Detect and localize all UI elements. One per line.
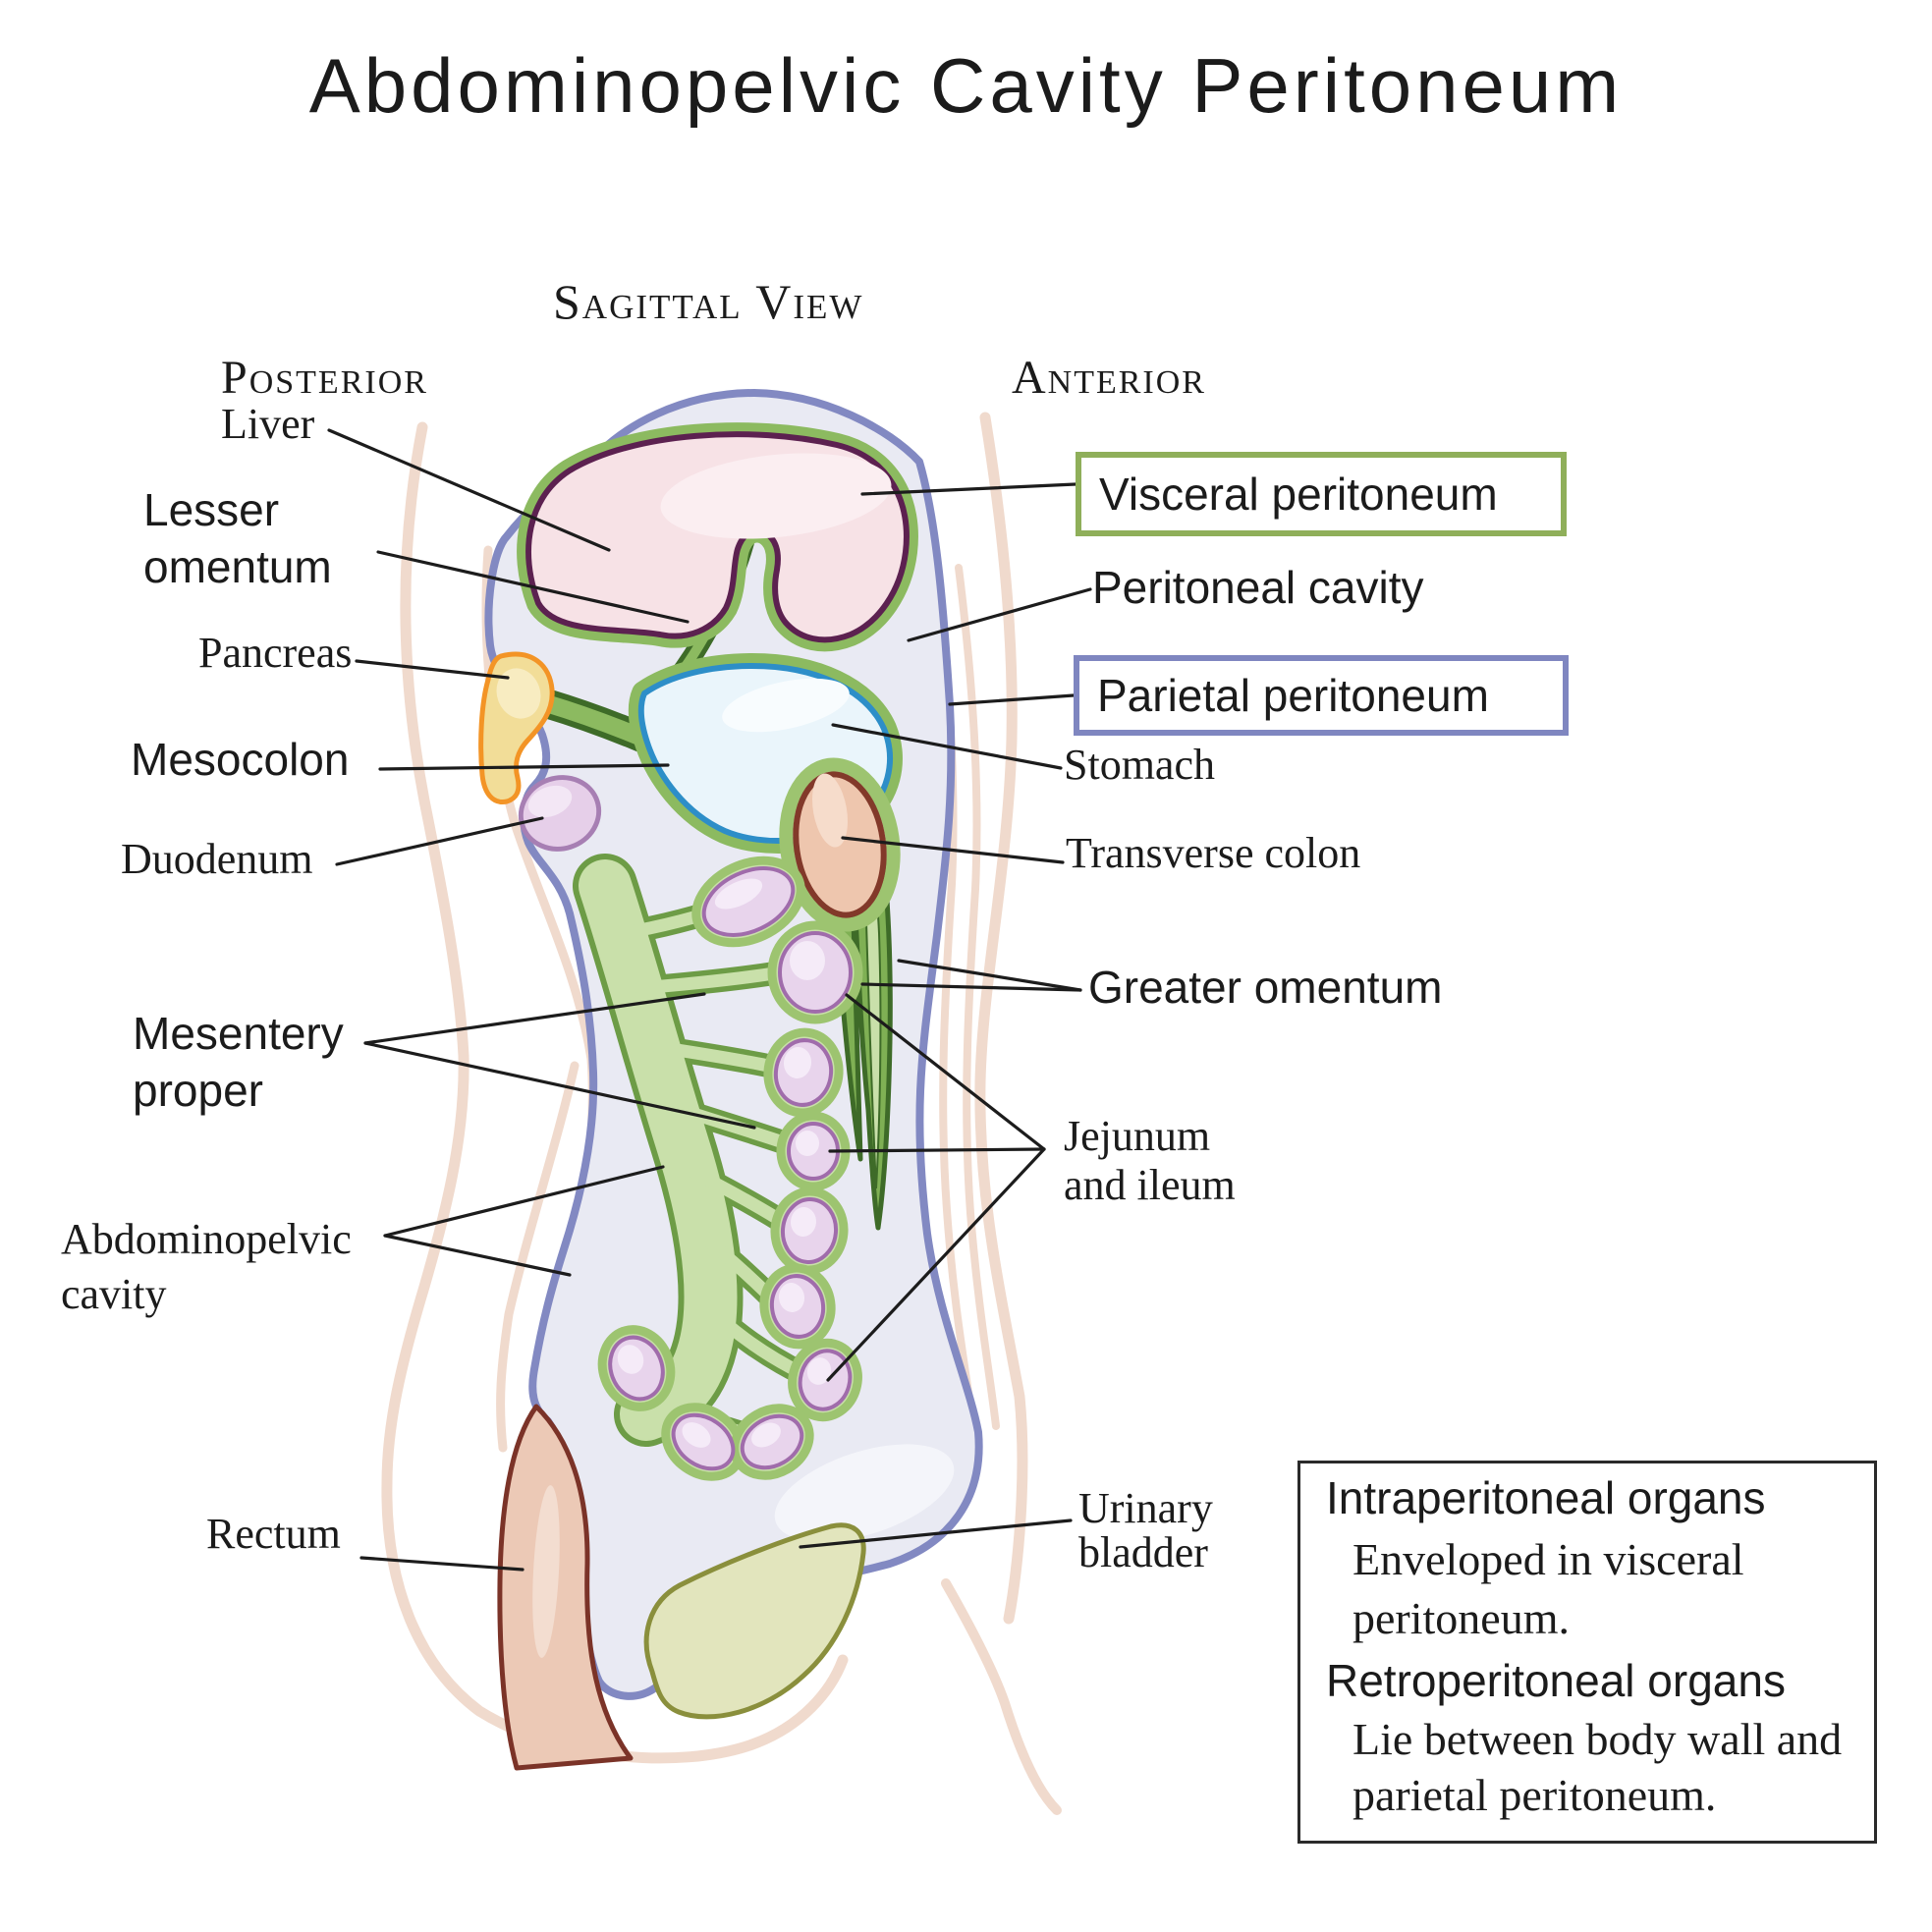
cavity-highlight [774, 1444, 955, 1542]
transverse-colon-shape [779, 757, 901, 932]
leader-abdominopelvic-upper [383, 1165, 665, 1238]
intestine-loops [597, 856, 863, 1481]
label-lesser-omentum-line2: omentum [143, 541, 332, 592]
leader-visceral-peritoneum [860, 482, 1077, 496]
label-greater-omentum: Greater omentum [1088, 962, 1443, 1013]
legend-intraperitoneal-desc-2: peritoneum. [1352, 1593, 1570, 1643]
leader-stomach [831, 723, 1063, 770]
label-jejunum-line1: Jejunum [1064, 1112, 1211, 1160]
liver-shape [517, 422, 918, 652]
body-outline-hip-line [496, 1061, 580, 1453]
label-mesocolon: Mesocolon [131, 734, 350, 785]
leader-pancreas [355, 659, 510, 680]
label-stomach: Stomach [1064, 741, 1215, 789]
legend-intraperitoneal-desc-1: Enveloped in visceral [1352, 1534, 1744, 1584]
label-rectum: Rectum [206, 1510, 341, 1558]
duodenum-shape [518, 775, 602, 852]
intestine-highlights [617, 878, 832, 1448]
leader-liver [327, 428, 611, 552]
leader-mesocolon [378, 763, 670, 771]
leader-greater-omentum-2 [860, 982, 1082, 992]
label-mesentery-line1: Mesentery [133, 1008, 344, 1059]
leader-rectum [359, 1556, 524, 1572]
leader-duodenum [335, 816, 544, 866]
leader-greater-omentum-1 [897, 959, 1082, 992]
urinary-bladder-shape [643, 1522, 866, 1720]
visceral-peritoneum-box: Visceral peritoneum [1076, 452, 1567, 536]
leader-parietal-peritoneum [948, 693, 1076, 706]
page-title: Abdominopelvic Cavity Peritoneum [308, 42, 1624, 129]
leader-jejunum-1 [845, 993, 1046, 1151]
legend-box [1297, 1461, 1877, 1844]
label-urinary-line2: bladder [1078, 1528, 1208, 1576]
posterior-label: Posterior [221, 352, 428, 404]
label-duodenum: Duodenum [121, 835, 313, 883]
label-abdominopelvic-line2: cavity [61, 1270, 167, 1318]
leader-lines [327, 428, 1092, 1572]
legend-retroperitoneal-desc-2: parietal peritoneum. [1352, 1770, 1717, 1820]
label-peritoneal-cavity: Peritoneal cavity [1092, 562, 1424, 613]
label-pancreas: Pancreas [198, 629, 353, 677]
leader-transverse-colon [841, 836, 1065, 864]
leader-peritoneal-cavity [907, 587, 1092, 642]
pancreas-shape [478, 651, 555, 804]
view-label: Sagittal View [553, 274, 864, 329]
leader-mesentery-lower [363, 1041, 756, 1130]
label-liver: Liver [221, 400, 315, 448]
legend-retroperitoneal-desc-1: Lie between body wall and [1352, 1714, 1843, 1764]
leader-jejunum-2 [828, 1147, 1046, 1153]
leader-lesser-omentum [376, 550, 690, 624]
label-jejunum-line2: and ileum [1064, 1161, 1236, 1209]
rectum-shape [497, 1404, 634, 1771]
body-outline-posterior [381, 421, 849, 1764]
leader-urinary-bladder [799, 1518, 1073, 1549]
anterior-label: Anterior [1012, 352, 1206, 404]
parietal-peritoneum-box: Parietal peritoneum [1074, 655, 1569, 736]
leader-mesentery-upper [363, 992, 706, 1045]
label-abdominopelvic-line1: Abdominopelvic [61, 1215, 352, 1263]
body-outline-anterior [974, 412, 1028, 1625]
leader-jejunum-3 [826, 1147, 1046, 1382]
leader-abdominopelvic-lower [383, 1234, 572, 1277]
legend-intraperitoneal-title: Intraperitoneal organs [1326, 1472, 1766, 1523]
label-lesser-omentum-line1: Lesser [143, 484, 280, 535]
label-parietal-peritoneum: Parietal peritoneum [1097, 670, 1489, 721]
body-outline-thigh [941, 1578, 1062, 1815]
label-mesentery-line2: proper [133, 1065, 263, 1116]
legend-retroperitoneal-title: Retroperitoneal organs [1326, 1655, 1786, 1706]
mesentery-proper-shape [573, 854, 813, 1450]
label-transverse-colon: Transverse colon [1066, 829, 1361, 877]
label-visceral-peritoneum: Visceral peritoneum [1099, 469, 1498, 520]
body-outline-anterior-inner-2 [955, 564, 1000, 1430]
label-urinary-line1: Urinary [1078, 1484, 1213, 1532]
